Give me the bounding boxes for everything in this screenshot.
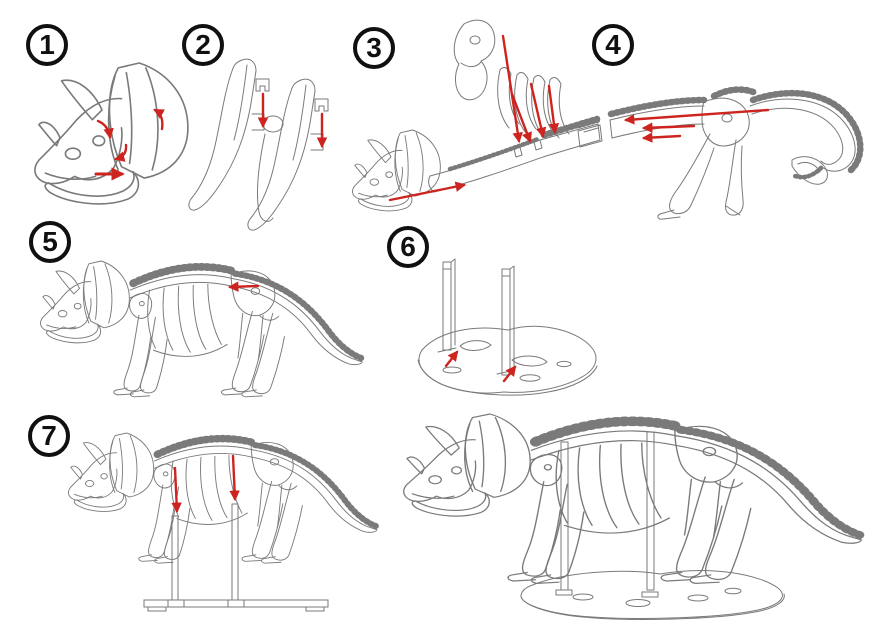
step-2-badge: 2 (182, 24, 224, 66)
step-1-illustration (34, 62, 189, 205)
triceratops-skull-drawing (34, 62, 189, 205)
step-5-assembly-arrows (227, 281, 260, 292)
step-7-badge: 7 (28, 415, 70, 457)
display-stand-drawing (143, 503, 329, 612)
step-3-number: 3 (366, 32, 382, 63)
step-5-illustration (38, 258, 374, 400)
pelvis-and-rib-pieces-drawing (453, 19, 570, 139)
step-6-number: 6 (400, 231, 416, 262)
step-4-assembly-arrows (623, 108, 770, 143)
display-base-drawing (417, 325, 598, 396)
front-leg-piece-left (188, 58, 270, 211)
step-7-illustration (64, 428, 386, 612)
step-6-illustration (417, 258, 598, 396)
triceratops-skeleton-drawing (68, 433, 376, 563)
final-assembled-model-illustration (398, 400, 876, 620)
support-posts-drawing (437, 258, 516, 376)
step-5-badge: 5 (29, 221, 71, 263)
rear-body-drawing (607, 86, 864, 220)
step-2-assembly-arrows (257, 92, 328, 149)
step-4-badge: 4 (592, 24, 634, 66)
step-5-number: 5 (42, 226, 58, 257)
step-3-illustration (352, 19, 601, 212)
step-4-illustration (576, 86, 864, 220)
step-4-number: 4 (605, 29, 621, 60)
display-base-drawing (520, 570, 785, 620)
step-2-illustration (188, 58, 329, 231)
triceratops-skeleton-drawing (404, 414, 861, 583)
step-6-assembly-arrows (444, 350, 517, 383)
step-2-number: 2 (195, 29, 211, 60)
spine-beam-drawing (428, 115, 601, 193)
step-7-number: 7 (41, 420, 57, 451)
step-3-badge: 3 (353, 27, 395, 69)
step-1-number: 1 (39, 29, 55, 60)
spine-end-connector-drawing (576, 117, 603, 148)
triceratops-skeleton-drawing (41, 261, 363, 397)
front-leg-piece-right (247, 78, 329, 231)
step-3-assembly-arrows (388, 34, 560, 202)
step-1-badge: 1 (26, 24, 68, 66)
step-1-assembly-arrows (94, 108, 165, 181)
step-6-badge: 6 (387, 226, 429, 268)
step-7-assembly-arrows (171, 454, 240, 514)
